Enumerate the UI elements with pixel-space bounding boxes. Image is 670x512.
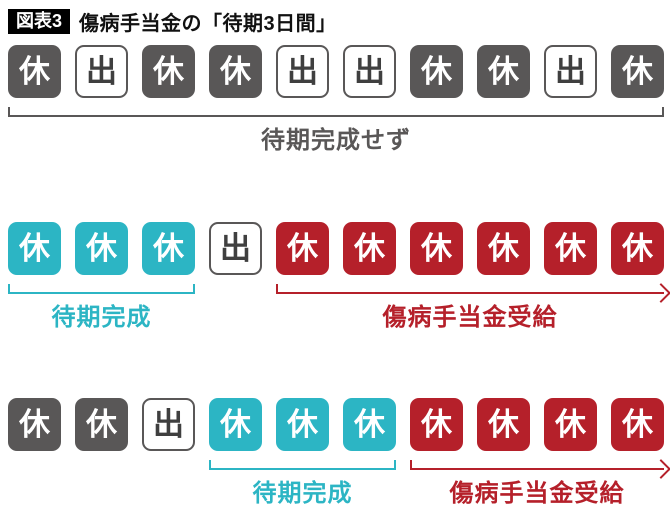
period-bracket	[8, 284, 195, 294]
day-box-red: 休	[611, 222, 664, 275]
benefit-period-arrow	[410, 458, 670, 479]
annotation-label: 傷病手当金受給	[449, 480, 625, 507]
day-box-white: 出	[209, 222, 262, 275]
day-box-strip: 休出休休出出休休出休	[0, 45, 670, 98]
period-bracket	[209, 460, 396, 470]
day-box-dark: 休	[75, 398, 128, 451]
day-box-teal: 休	[8, 222, 61, 275]
day-box-red: 休	[410, 222, 463, 275]
day-box-red: 休	[611, 398, 664, 451]
benefit-period-arrow	[276, 282, 670, 303]
scenario-row-waiting-restarted: 休休出休休休休休休休 待期完成傷病手当金受給	[0, 398, 670, 512]
annotation-label: 待期完成	[252, 480, 353, 507]
day-box-teal: 休	[142, 222, 195, 275]
day-box-teal: 休	[276, 398, 329, 451]
figure-title-text: 傷病手当金の「待期3日間」	[79, 13, 337, 35]
day-box-red: 休	[477, 222, 530, 275]
figure-title: 図表3 傷病手当金の「待期3日間」	[8, 7, 337, 36]
scenario-row-waiting-not-completed: 休出休休出出休休出休 待期完成せず	[0, 45, 670, 175]
scenario-row-waiting-completed: 休休休出休休休休休休 待期完成傷病手当金受給	[0, 222, 670, 352]
day-box-dark: 休	[8, 398, 61, 451]
day-box-dark: 休	[611, 45, 664, 98]
figure-number-badge: 図表3	[8, 9, 71, 34]
day-box-dark: 休	[142, 45, 195, 98]
day-box-strip: 休休休出休休休休休休	[0, 222, 670, 275]
day-box-white: 出	[544, 45, 597, 98]
annotation-label: 待期完成	[51, 304, 152, 331]
day-box-white: 出	[142, 398, 195, 451]
day-box-strip: 休休出休休休休休休休	[0, 398, 670, 451]
day-box-red: 休	[544, 398, 597, 451]
day-box-white: 出	[276, 45, 329, 98]
annotation-label: 待期完成せず	[261, 127, 411, 154]
day-box-teal: 休	[209, 398, 262, 451]
day-box-red: 休	[343, 222, 396, 275]
day-box-white: 出	[343, 45, 396, 98]
day-box-teal: 休	[343, 398, 396, 451]
day-box-dark: 休	[209, 45, 262, 98]
day-box-red: 休	[544, 222, 597, 275]
day-box-dark: 休	[410, 45, 463, 98]
day-box-red: 休	[410, 398, 463, 451]
day-box-teal: 休	[75, 222, 128, 275]
day-box-red: 休	[276, 222, 329, 275]
day-box-red: 休	[477, 398, 530, 451]
period-bracket	[8, 107, 664, 117]
day-box-dark: 休	[477, 45, 530, 98]
annotation-label: 傷病手当金受給	[382, 304, 558, 331]
day-box-dark: 休	[8, 45, 61, 98]
day-box-white: 出	[75, 45, 128, 98]
